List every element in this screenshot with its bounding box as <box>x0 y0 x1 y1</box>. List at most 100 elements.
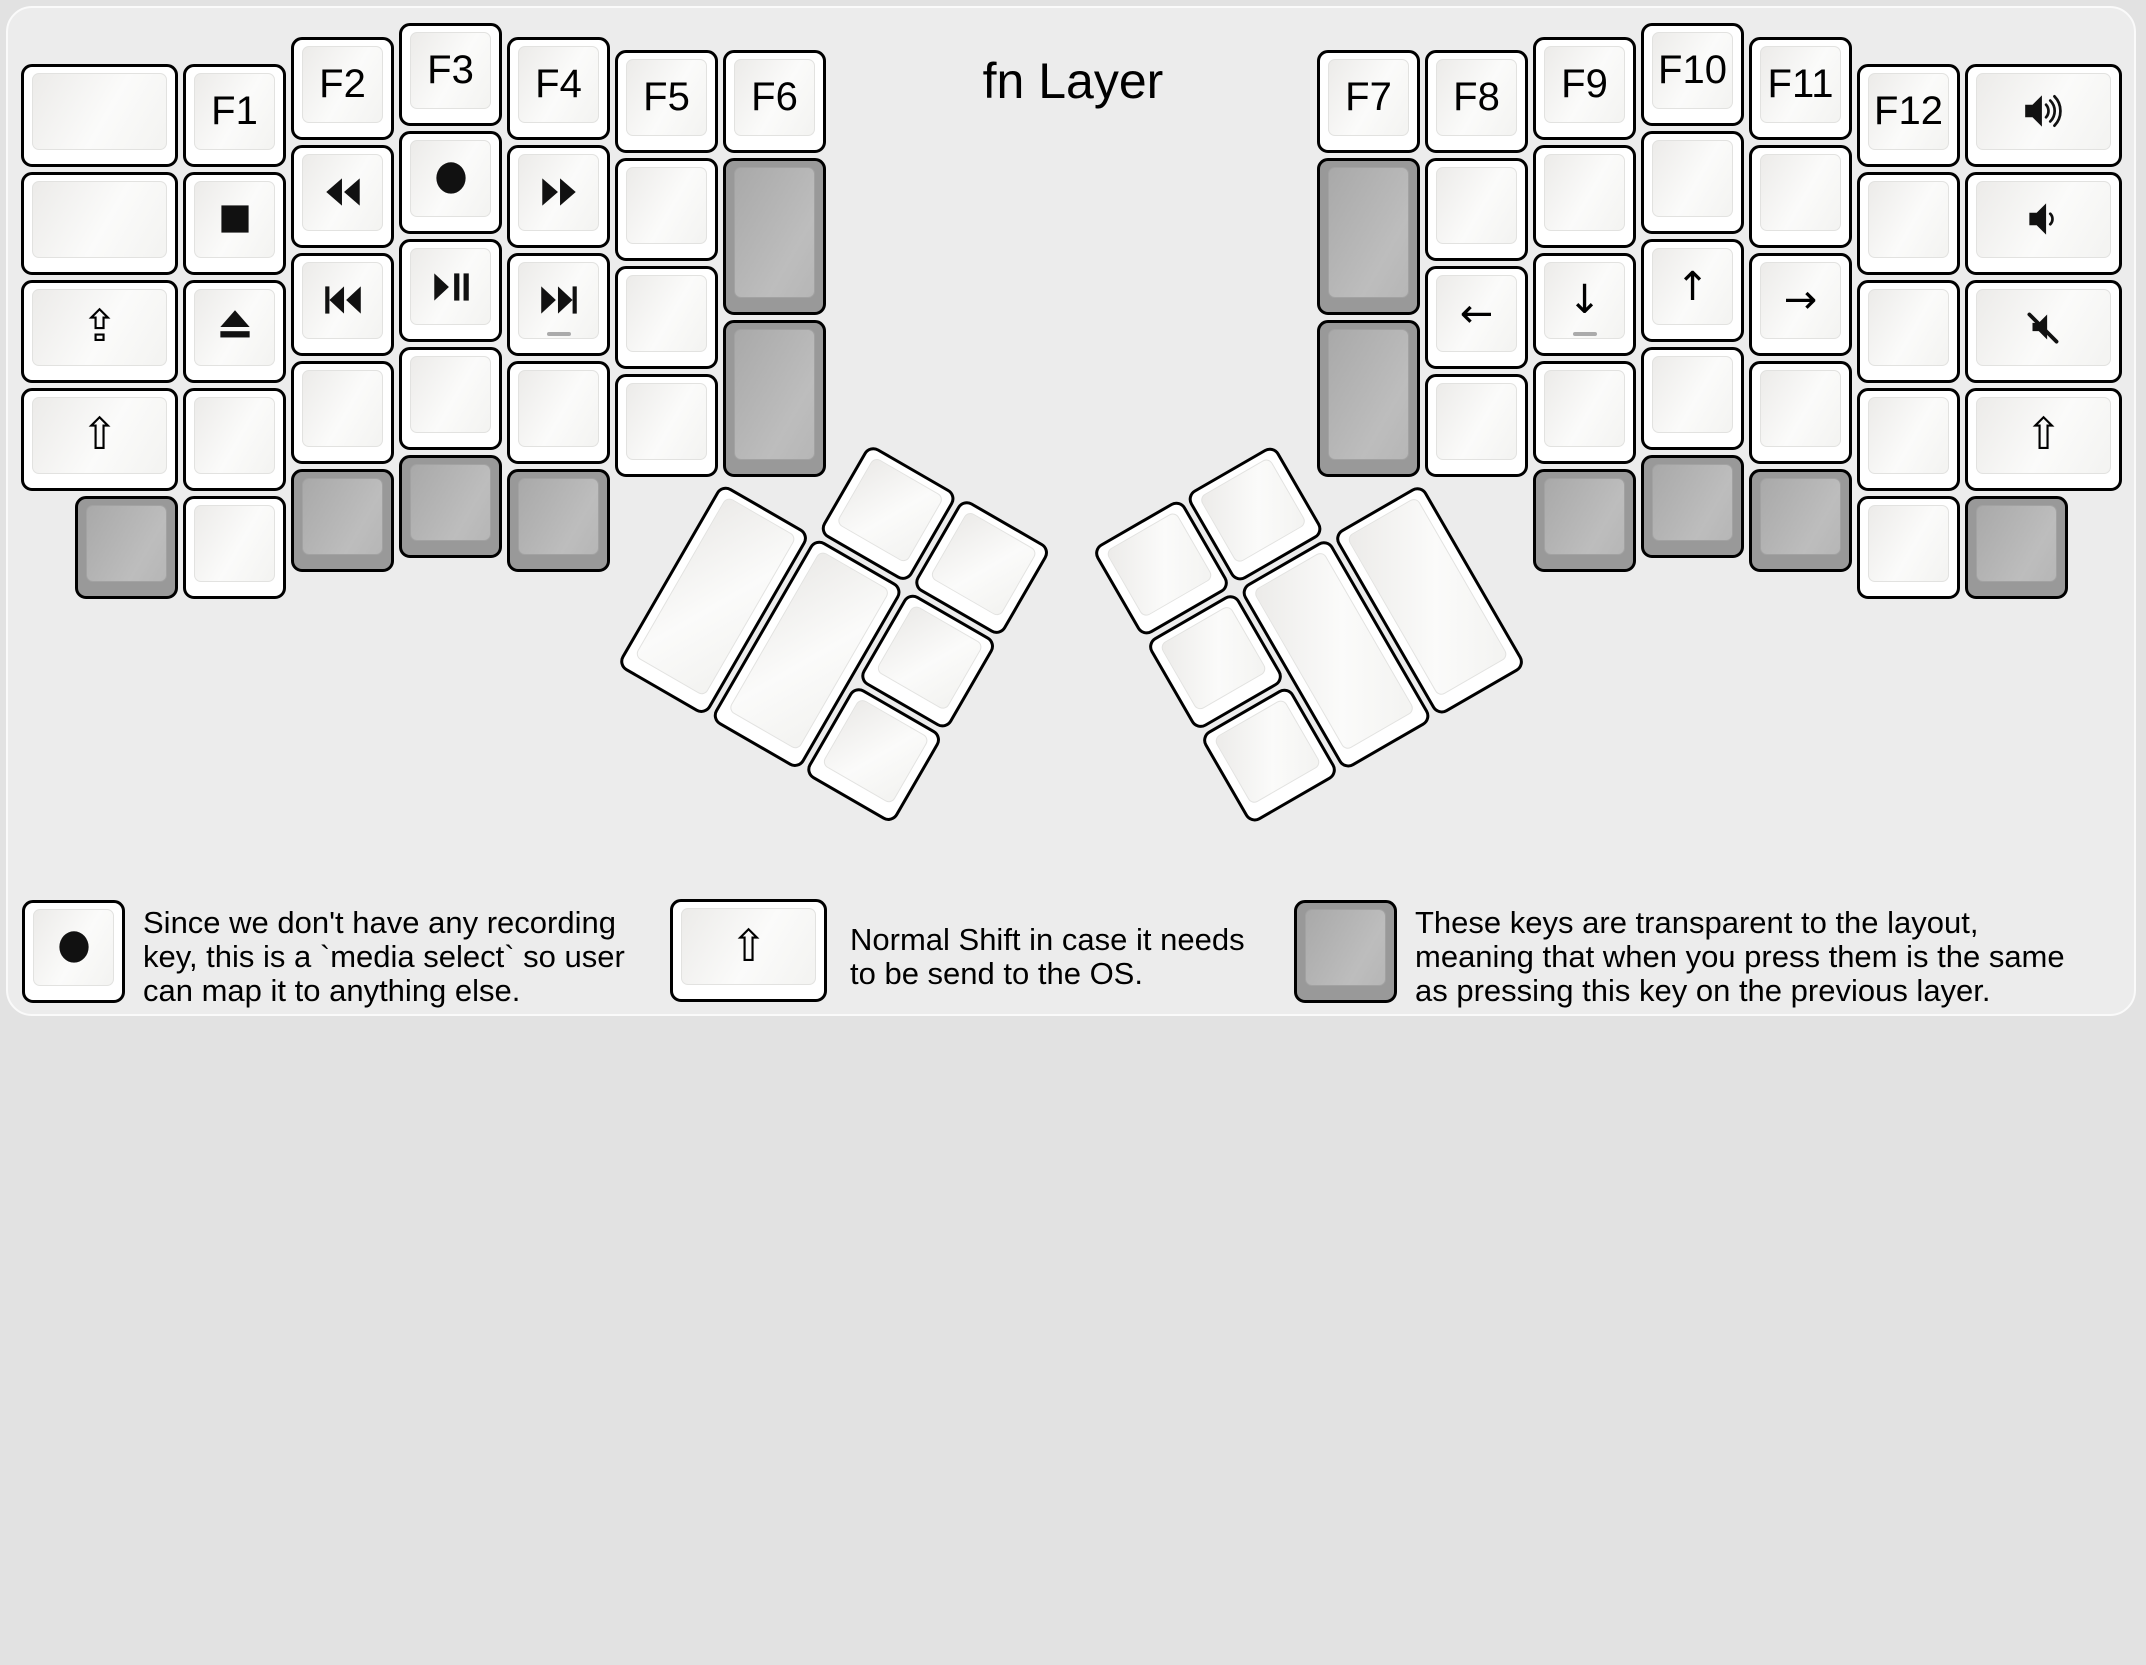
keycap-top <box>1760 153 1841 231</box>
key-blank[interactable] <box>1857 387 1960 491</box>
key-f11[interactable]: F11 <box>1749 36 1852 140</box>
keycap-top: ⇪ <box>32 288 167 366</box>
key-volume-mute[interactable] <box>1965 279 2122 383</box>
rewind-icon <box>320 169 366 215</box>
fast-forward-icon <box>536 169 582 215</box>
key-f2[interactable]: F2 <box>291 36 394 140</box>
key-transparent[interactable] <box>1317 158 1420 315</box>
key-play-pause[interactable] <box>399 239 502 342</box>
key-shift-right[interactable]: ⇧ <box>1965 387 2122 491</box>
key-blank[interactable] <box>291 360 394 464</box>
key-blank[interactable] <box>1857 495 1960 599</box>
keycap-top <box>518 477 599 555</box>
keycap-top <box>1436 383 1517 460</box>
key-blank[interactable] <box>1857 171 1960 275</box>
key-blank[interactable] <box>1533 360 1636 464</box>
key-blank[interactable] <box>1641 347 1744 450</box>
key-transparent[interactable] <box>723 158 826 315</box>
key-f3[interactable]: F3 <box>399 23 502 126</box>
key-transparent[interactable] <box>723 320 826 477</box>
key-transparent[interactable] <box>291 468 394 572</box>
key-blank[interactable] <box>399 347 502 450</box>
key-transparent[interactable] <box>1965 495 2068 599</box>
key-caps-lock[interactable]: ⇪ <box>21 279 178 383</box>
key-blank[interactable] <box>615 374 718 477</box>
keycap-top: ⇧ <box>681 908 816 985</box>
key-transparent[interactable] <box>75 495 178 599</box>
keycap-top: F10 <box>1652 32 1733 109</box>
key-blank[interactable] <box>1425 158 1528 261</box>
key-f1[interactable]: F1 <box>183 63 286 167</box>
key-f7[interactable]: F7 <box>1317 50 1420 153</box>
key-transparent[interactable] <box>399 455 502 558</box>
keycap-top: F4 <box>518 45 599 123</box>
key-f8[interactable]: F8 <box>1425 50 1528 153</box>
keycap-top <box>302 477 383 555</box>
keycap-top <box>1328 167 1409 298</box>
keycap-top: ↑ <box>1652 248 1733 325</box>
keycap-top: F2 <box>302 45 383 123</box>
key-rewind[interactable] <box>291 144 394 248</box>
key-label: F4 <box>535 61 582 106</box>
keycap-top <box>1305 909 1386 986</box>
keycap-top <box>1868 396 1949 474</box>
key-shift-left[interactable]: ⇧ <box>21 387 178 491</box>
key-blank[interactable] <box>1749 360 1852 464</box>
key-transparent[interactable] <box>1317 320 1420 477</box>
legend-key-transparent <box>1294 900 1397 1003</box>
keycap-top <box>1544 369 1625 447</box>
key-arrow-left[interactable]: ← <box>1425 266 1528 369</box>
key-glyph: ⇪ <box>81 301 118 352</box>
keycap-top <box>518 153 599 231</box>
legend-line: can map it to anything else. <box>143 973 521 1008</box>
keycap-top <box>518 369 599 447</box>
key-eject[interactable] <box>183 279 286 383</box>
keycap-top: F6 <box>734 59 815 136</box>
key-next-track[interactable] <box>507 252 610 356</box>
key-blank[interactable] <box>1425 374 1528 477</box>
key-transparent[interactable] <box>507 468 610 572</box>
key-f5[interactable]: F5 <box>615 50 718 153</box>
key-label: F12 <box>1874 88 1943 133</box>
key-arrow-up[interactable]: ↑ <box>1641 239 1744 342</box>
key-transparent[interactable] <box>1533 468 1636 572</box>
keycap-top <box>1868 180 1949 258</box>
keycap-top <box>1976 504 2057 582</box>
key-blank[interactable] <box>183 495 286 599</box>
key-f12[interactable]: F12 <box>1857 63 1960 167</box>
key-blank[interactable] <box>615 266 718 369</box>
key-transparent[interactable] <box>1641 455 1744 558</box>
key-transparent[interactable] <box>1749 468 1852 572</box>
key-glyph: ↓ <box>1567 277 1602 323</box>
key-volume-down[interactable] <box>1965 171 2122 275</box>
key-blank[interactable] <box>1533 144 1636 248</box>
key-arrow-down[interactable]: ↓ <box>1533 252 1636 356</box>
key-blank[interactable] <box>1749 144 1852 248</box>
key-f4[interactable]: F4 <box>507 36 610 140</box>
key-label: F10 <box>1658 48 1727 92</box>
key-arrow-right[interactable]: → <box>1749 252 1852 356</box>
keycap-top <box>194 288 275 366</box>
key-blank[interactable] <box>183 387 286 491</box>
key-volume-up[interactable] <box>1965 63 2122 167</box>
key-f9[interactable]: F9 <box>1533 36 1636 140</box>
key-glyph: ↑ <box>1675 263 1710 310</box>
keycap-top <box>86 504 167 582</box>
key-blank[interactable] <box>21 63 178 167</box>
key-blank[interactable] <box>615 158 718 261</box>
key-blank[interactable] <box>1857 279 1960 383</box>
key-f6[interactable]: F6 <box>723 50 826 153</box>
keycap-top: F8 <box>1436 59 1517 136</box>
key-f10[interactable]: F10 <box>1641 23 1744 126</box>
key-blank[interactable] <box>507 360 610 464</box>
legend-line: to be send to the OS. <box>850 956 1143 991</box>
volume-up-icon <box>2021 88 2067 134</box>
key-prev-track[interactable] <box>291 252 394 356</box>
keycap-top <box>1976 180 2111 258</box>
key-label: F3 <box>427 48 474 92</box>
key-fast-forward[interactable] <box>507 144 610 248</box>
key-blank[interactable] <box>21 171 178 275</box>
key-media-select-record[interactable] <box>399 131 502 234</box>
key-blank[interactable] <box>1641 131 1744 234</box>
key-stop[interactable] <box>183 171 286 275</box>
